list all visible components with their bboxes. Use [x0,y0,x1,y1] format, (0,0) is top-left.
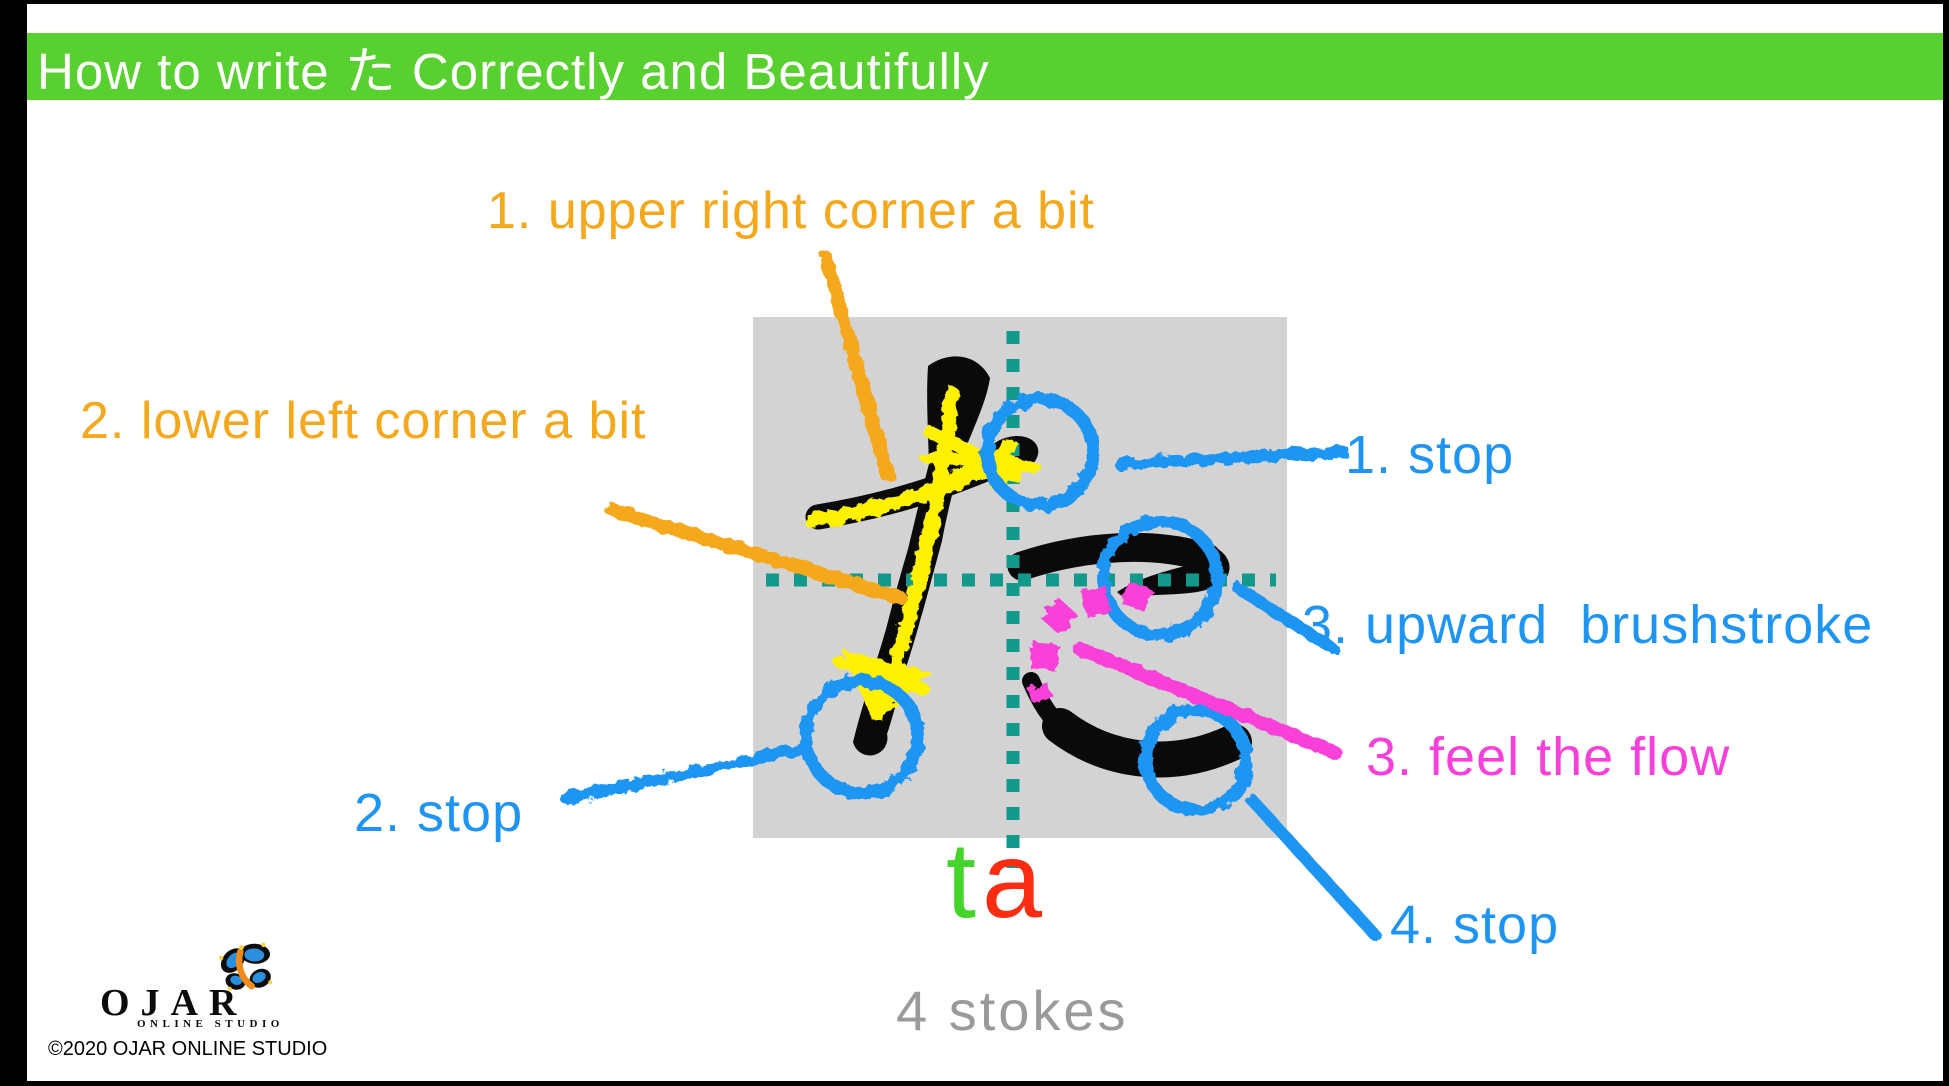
annotation-stop-1: 1. stop [1345,425,1515,485]
leader-feel-the-flow [1073,642,1341,759]
blue-leader-lines [560,446,1382,942]
annotation-stop-4: 4. stop [1390,895,1560,955]
logo-subtitle: ONLINE STUDIO [137,1018,284,1030]
ta-stroke-3-hook [1117,549,1230,598]
page-title: How to write た Correctly and Beautifully [37,42,990,100]
crayon-marks [560,251,1382,942]
stroke-count-label: 4 stokes [896,979,1129,1042]
stop-circle-2 [799,674,925,800]
annotation-upward-brushstroke: 3. upward brushstroke [1302,595,1874,655]
leader-upward-brushstroke [1232,582,1338,654]
leader-stop-4 [1246,794,1382,942]
stop-circles [799,392,1253,817]
leader-lower-left-corner [605,503,907,605]
title-bar: How to write た Correctly and Beautifully [27,33,1943,100]
stop-circle-4 [1139,703,1253,817]
annotation-stop-2: 2. stop [354,783,524,843]
annotation-lower-left-corner: 2. lower left corner a bit [80,392,647,450]
romaji-a: a [982,819,1049,940]
leader-stop-1 [1114,446,1350,470]
butterfly-icon [218,942,273,991]
leader-stop-2 [560,744,806,804]
orange-leader-lines [605,251,907,605]
romaji-label: ta [946,826,1048,934]
logo-wordmark: OJAR [100,982,248,1024]
annotation-upper-right-corner: 1. upper right corner a bit [487,182,1095,240]
annotation-feel-the-flow: 3. feel the flow [1366,727,1731,787]
romaji-t: t [946,819,983,940]
leader-upper-right-corner [819,251,895,483]
flow-marks [1028,581,1341,759]
stop-circle-3 [1096,514,1224,642]
stop-circle-1 [980,392,1100,512]
copyright-text: ©2020 OJAR ONLINE STUDIO [48,1038,328,1060]
